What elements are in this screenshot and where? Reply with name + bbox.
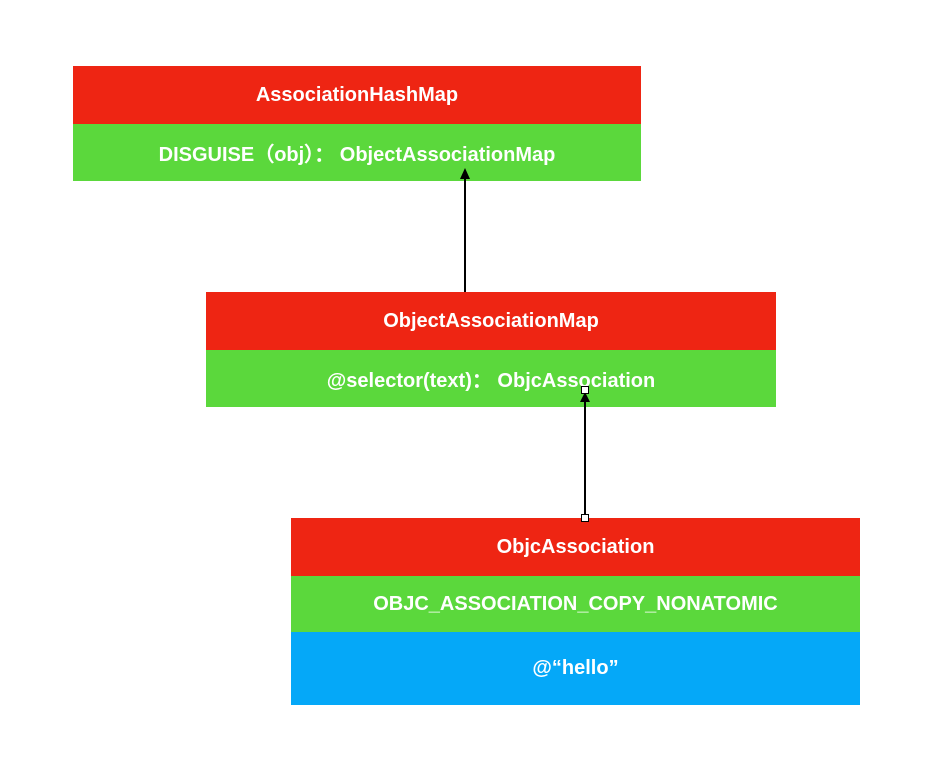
objc-association-box: ObjcAssociation OBJC_ASSOCIATION_COPY_NO… [291,518,860,705]
objc-association-policy: OBJC_ASSOCIATION_COPY_NONATOMIC [291,576,860,632]
association-hash-map-title: AssociationHashMap [73,66,641,124]
connector-objmap-to-hashmap [460,168,470,292]
objc-association-title: ObjcAssociation [291,518,860,576]
object-association-map-box: ObjectAssociationMap @selector(text)： Ob… [206,292,776,407]
object-association-map-title: ObjectAssociationMap [206,292,776,350]
association-hash-map-box: AssociationHashMap DISGUISE（obj）： Object… [73,66,641,181]
object-association-map-entry: @selector(text)： ObjcAssociation [206,350,776,407]
association-hash-map-entry: DISGUISE（obj）： ObjectAssociationMap [73,124,641,181]
objc-association-value: @“hello” [291,632,860,705]
